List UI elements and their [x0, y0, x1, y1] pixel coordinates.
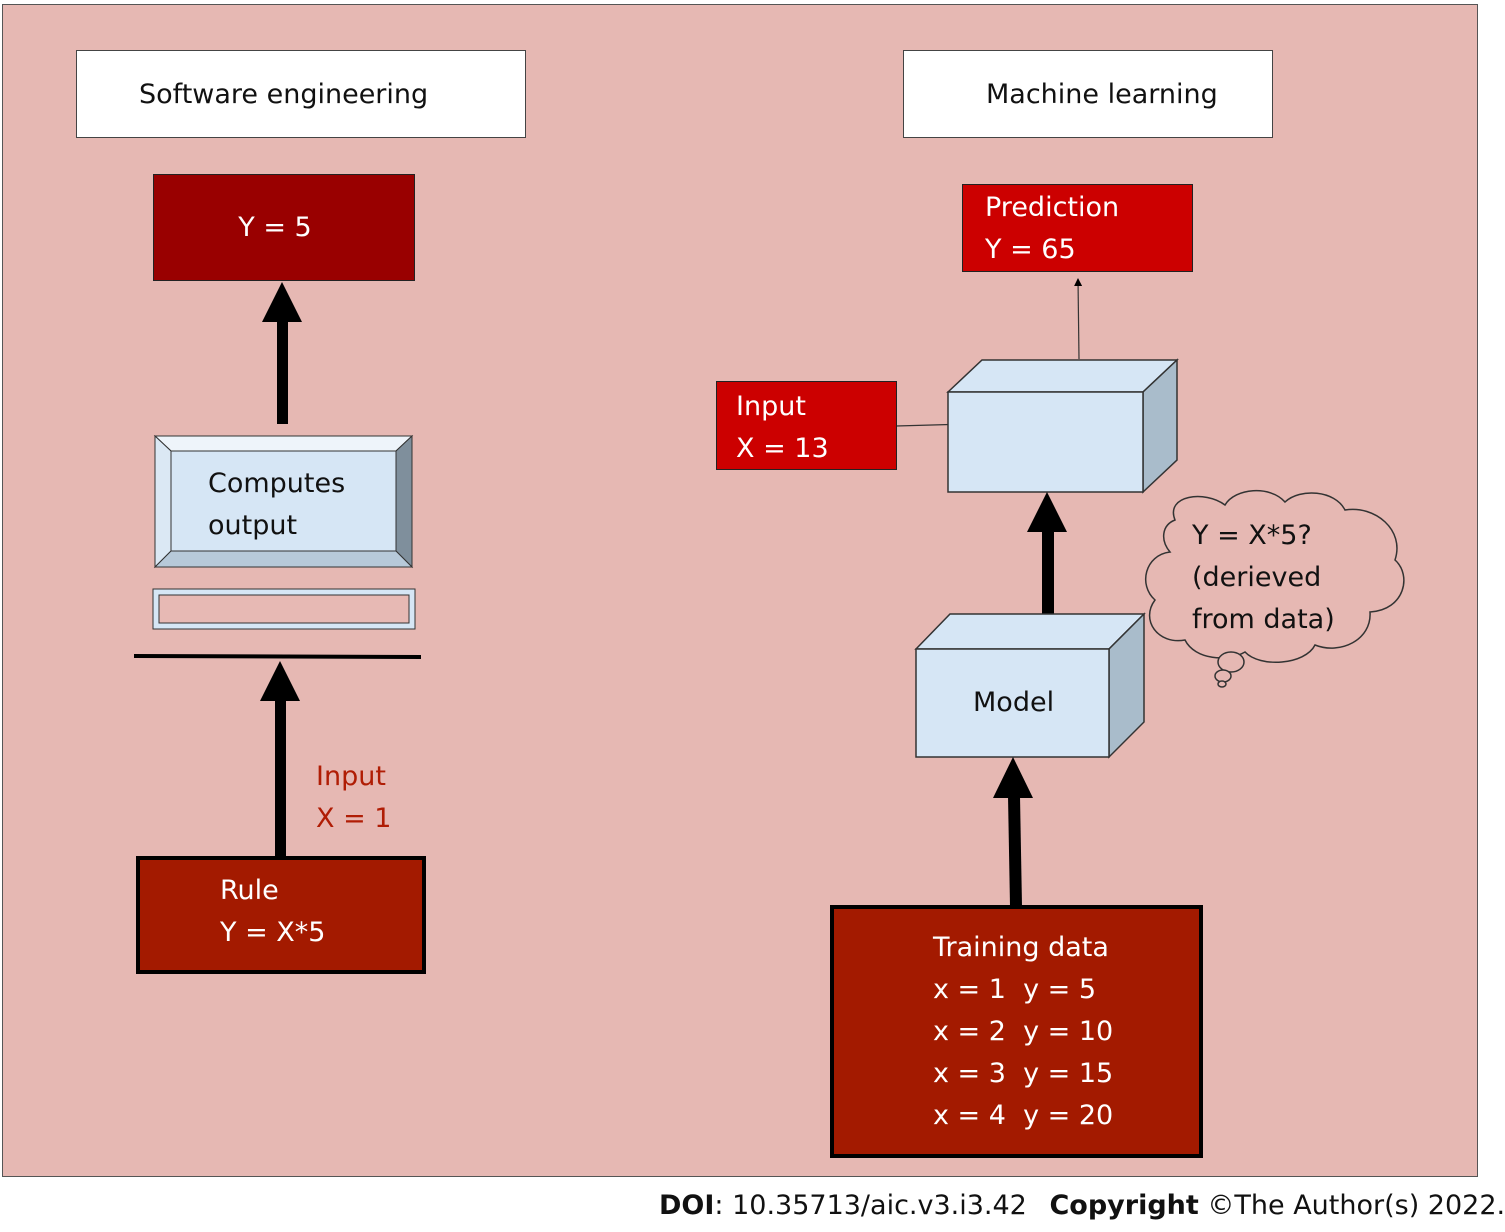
model-cube — [914, 612, 1146, 759]
computer-label-line-1: Computes — [208, 468, 346, 499]
training-row-4: x = 4 y = 20 — [933, 1100, 1114, 1131]
thought-line-2: (derieved — [1192, 562, 1322, 593]
rule-line-1: Rule — [220, 875, 279, 906]
se-input-label: Input X = 1 — [316, 756, 391, 840]
thought-line-1: Y = X*5? — [1192, 520, 1312, 551]
copyright-label: Copyright — [1049, 1190, 1199, 1221]
copyright-value: ©The Author(s) 2022. — [1207, 1190, 1505, 1221]
computer-label: Computes output — [208, 463, 345, 547]
training-title: Training data — [933, 932, 1109, 963]
computer-keyboard — [152, 588, 416, 630]
rule-box: Rule Y = X*5 — [136, 856, 426, 974]
se-input-label-line-2: X = 1 — [316, 803, 392, 834]
thought-line-3: from data) — [1192, 604, 1335, 635]
computer-monitor — [153, 434, 414, 569]
doi-value: : 10.35713/aic.v3.i3.42 — [714, 1190, 1027, 1221]
prediction-cube — [946, 358, 1179, 494]
footer: DOI: 10.35713/aic.v3.i3.42 Copyright ©Th… — [659, 1190, 1505, 1221]
computer-label-line-2: output — [208, 510, 298, 541]
prediction-box: Prediction Y = 65 — [962, 184, 1193, 272]
training-data-box: Training data x = 1 y = 5 x = 2 y = 10 x… — [830, 905, 1203, 1158]
arrow-cube-to-prediction — [1074, 278, 1083, 360]
output-value: Y = 5 — [238, 211, 312, 243]
prediction-line-2: Y = 65 — [985, 234, 1076, 265]
arrow-computer-to-output — [262, 282, 302, 424]
doi-label: DOI — [659, 1190, 715, 1221]
arrow-training-to-model — [993, 757, 1033, 906]
arrow-model-to-cube — [1027, 492, 1067, 614]
ml-input-line-1: Input — [736, 391, 806, 422]
machine-learning-title: Machine learning — [986, 78, 1218, 110]
se-input-label-line-1: Input — [316, 761, 386, 792]
training-row-1: x = 1 y = 5 — [933, 974, 1097, 1005]
desk-line — [133, 654, 422, 659]
output-box: Y = 5 — [153, 174, 415, 281]
software-engineering-title: Software engineering — [139, 78, 429, 110]
thought-text: Y = X*5? (derieved from data) — [1192, 515, 1335, 641]
ml-input-line-2: X = 13 — [736, 433, 829, 464]
training-row-3: x = 3 y = 15 — [933, 1058, 1114, 1089]
rule-line-2: Y = X*5 — [220, 917, 326, 948]
software-engineering-header: Software engineering — [76, 50, 526, 138]
machine-learning-header: Machine learning — [903, 50, 1273, 138]
prediction-line-1: Prediction — [985, 192, 1120, 223]
arrow-rule-to-computer — [260, 661, 300, 858]
model-label: Model — [973, 687, 1055, 718]
training-row-2: x = 2 y = 10 — [933, 1016, 1114, 1047]
thought-cloud — [1145, 489, 1405, 688]
ml-input-box: Input X = 13 — [716, 381, 897, 470]
